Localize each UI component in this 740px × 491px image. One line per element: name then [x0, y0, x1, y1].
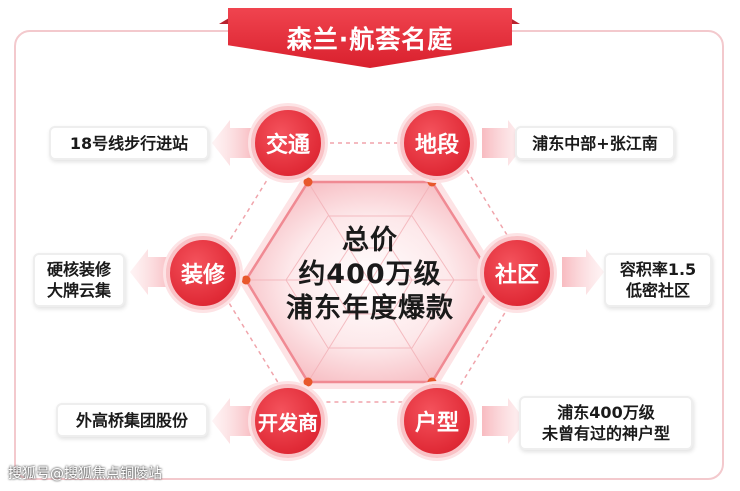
desc-location-line-1: 浦东中部+张江南 [532, 133, 658, 153]
spider-web [246, 181, 494, 383]
page-title: 森兰·航荟名庭 [286, 25, 454, 54]
node-community-label: 社区 [494, 263, 539, 288]
node-layout: 户型 [400, 384, 474, 458]
node-location-label: 地段 [414, 133, 459, 158]
node-developer: 开发商 [251, 384, 325, 458]
desc-layout-line-2: 未曾有过的神户型 [541, 424, 670, 443]
desc-decoration: 硬核装修 大牌云集 [33, 253, 125, 307]
desc-transport-line-1: 18号线步行进站 [69, 133, 189, 153]
arrow-right-layout [482, 398, 526, 444]
desc-developer-line-1: 外高桥集团股份 [75, 410, 188, 430]
center-headline: 总价 约400万级 浦东年度爆款 [240, 215, 500, 335]
node-decoration: 装修 [166, 236, 240, 310]
arrow-left-transport [212, 120, 254, 166]
desc-decoration-line-2: 大牌云集 [46, 281, 111, 300]
center-line-1: 总价 [342, 225, 398, 256]
node-location: 地段 [400, 106, 474, 180]
node-transport: 交通 [251, 106, 325, 180]
desc-community-line-2: 低密社区 [625, 281, 690, 300]
node-decoration-label: 装修 [180, 263, 225, 288]
watermark: 搜狐号@搜狐焦点铜陵站 [8, 466, 162, 482]
desc-layout: 浦东400万级 未曾有过的神户型 [519, 396, 693, 450]
arrow-left-developer [212, 398, 254, 444]
arrow-left-decoration [130, 249, 172, 295]
desc-transport: 18号线步行进站 [49, 126, 209, 160]
desc-layout-line-1: 浦东400万级 [557, 403, 655, 422]
arrow-right-community [562, 249, 604, 295]
desc-community: 容积率1.5 低密社区 [604, 253, 712, 307]
node-developer-label: 开发商 [258, 410, 318, 435]
node-community: 社区 [480, 236, 554, 310]
desc-community-line-1: 容积率1.5 [619, 260, 697, 279]
desc-developer: 外高桥集团股份 [56, 403, 208, 437]
center-line-3: 浦东年度爆款 [286, 293, 454, 324]
desc-location: 浦东中部+张江南 [515, 126, 675, 160]
node-layout-label: 户型 [414, 411, 459, 436]
desc-decoration-line-1: 硬核装修 [46, 260, 111, 279]
node-transport-label: 交通 [265, 133, 310, 158]
center-line-2: 约400万级 [298, 259, 442, 290]
